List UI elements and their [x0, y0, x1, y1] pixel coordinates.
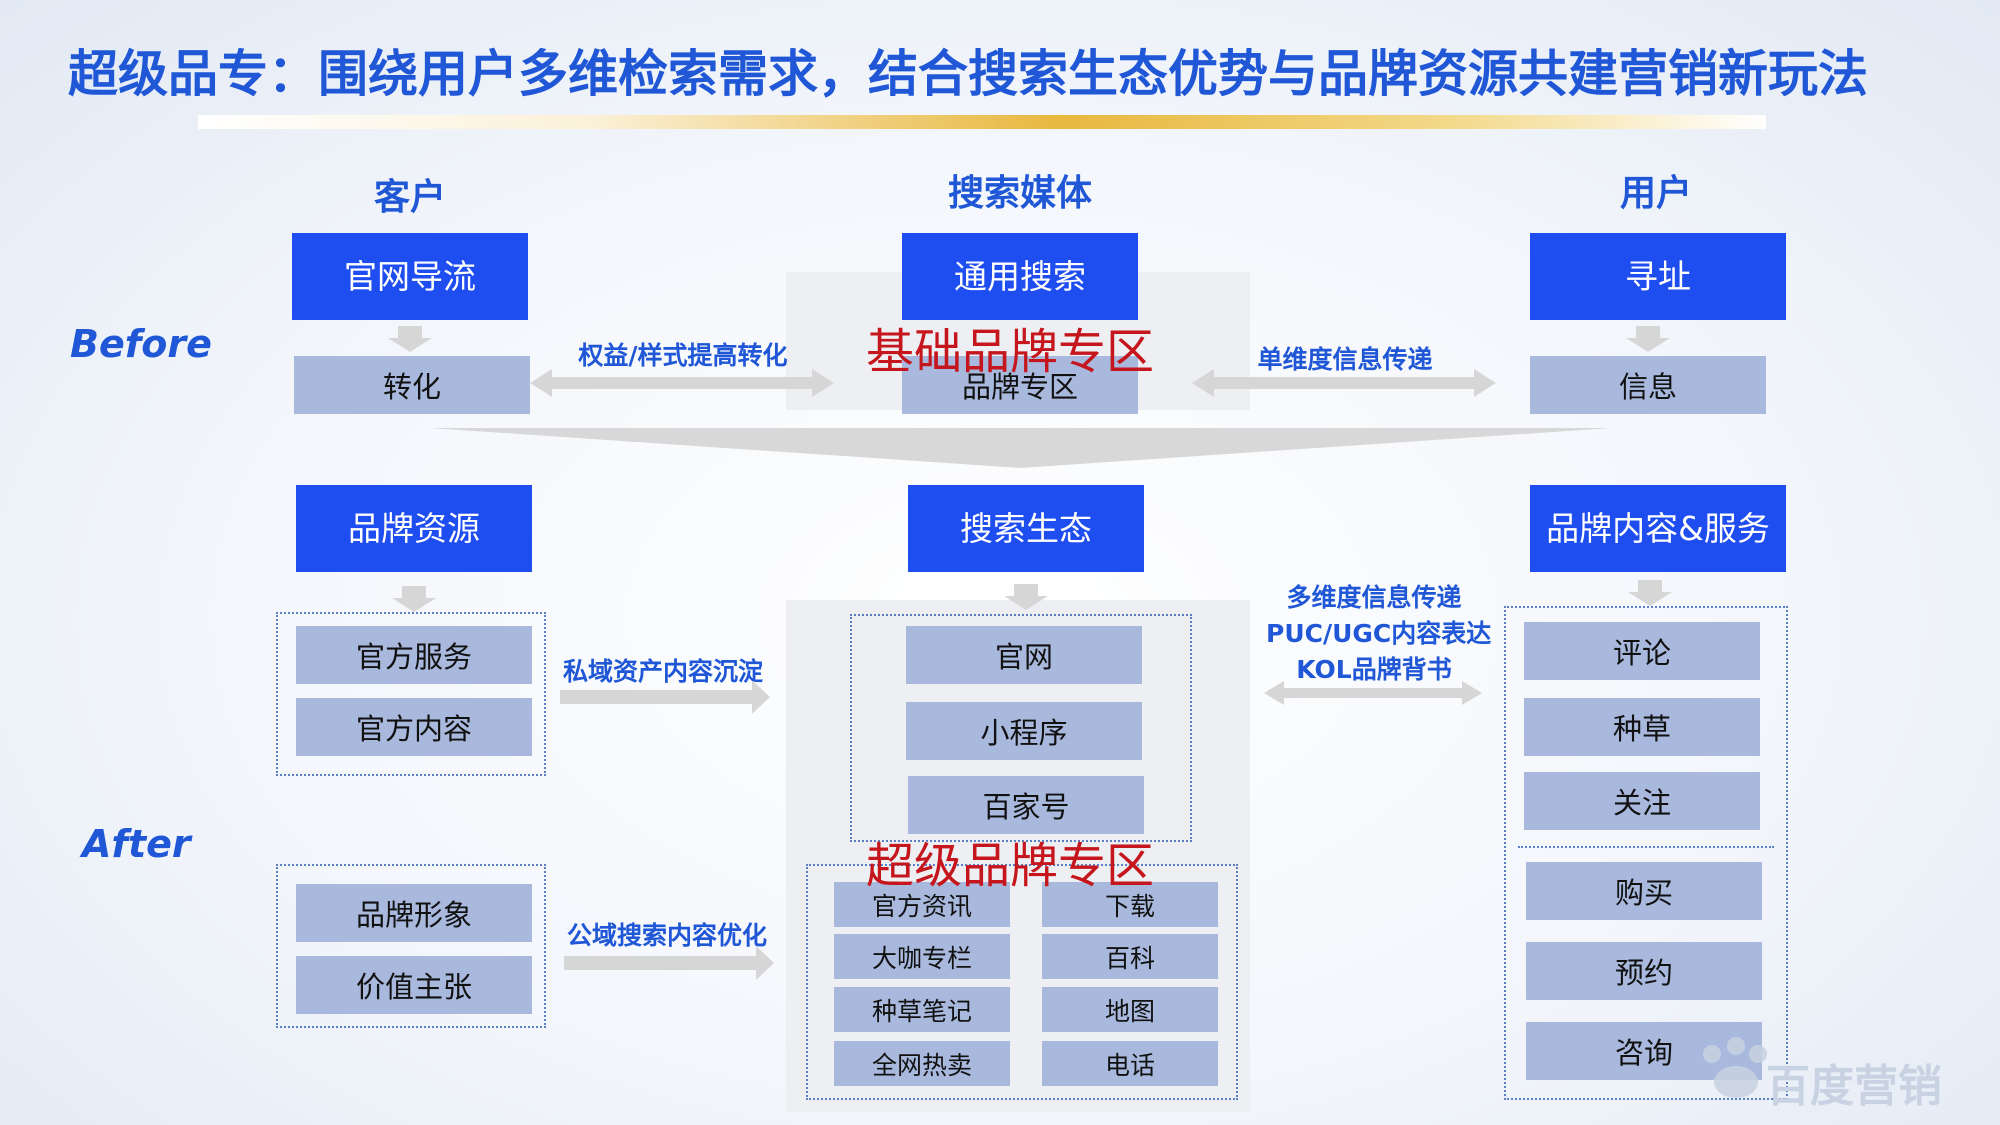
- box-brand-content-service: 品牌内容&服务: [1530, 485, 1786, 572]
- public-group: [276, 864, 546, 1028]
- right-arrow-icon: [564, 946, 774, 980]
- watermark-baidu-marketing: 百度营销: [1766, 1061, 1942, 1112]
- column-header-customer: 客户: [373, 177, 446, 218]
- box-conversion: 转化: [294, 356, 530, 414]
- box-official-website: 官网: [906, 626, 1142, 684]
- box-baijiahao: 百家号: [908, 776, 1144, 834]
- box-brand-resources: 品牌资源: [296, 485, 532, 572]
- box-map: 地图: [1042, 987, 1218, 1032]
- down-arrow-icon: [1626, 326, 1670, 352]
- double-arrow-icon: [1192, 369, 1496, 397]
- box-brand-image: 品牌形象: [296, 884, 532, 942]
- user-group-divider: [1518, 846, 1774, 848]
- box-expert-column: 大咖专栏: [834, 934, 1010, 979]
- box-mini-program: 小程序: [906, 702, 1142, 760]
- label-multi-dimension: 多维度信息传递 PUC/UGC内容表达 KOL品牌背书: [1266, 580, 1492, 688]
- row-label-before: Before: [70, 322, 212, 366]
- box-official-site-traffic: 官网导流: [292, 233, 528, 320]
- double-arrow-icon: [1264, 681, 1482, 705]
- box-value-proposition: 价值主张: [296, 956, 532, 1014]
- box-search-ecosystem: 搜索生态: [908, 485, 1144, 572]
- private-group: [276, 612, 546, 776]
- label-multi-dimension-line-2: PUC/UGC内容表达: [1266, 619, 1492, 648]
- title-underline: [198, 115, 1766, 129]
- box-reservation: 预约: [1526, 942, 1762, 1000]
- label-multi-dimension-line-1: 多维度信息传递: [1286, 583, 1462, 612]
- box-follow: 关注: [1524, 772, 1760, 830]
- box-official-news: 官方资讯: [834, 882, 1010, 927]
- ecosystem-group: [850, 614, 1192, 842]
- column-header-user: 用户: [1619, 173, 1692, 214]
- box-information: 信息: [1530, 356, 1766, 414]
- box-download: 下载: [1042, 882, 1218, 927]
- label-private-asset: 私域资产内容沉淀: [562, 657, 763, 686]
- box-official-content: 官方内容: [296, 698, 532, 756]
- super-brand-zone-group: [806, 864, 1238, 1100]
- down-arrow-icon: [392, 586, 436, 612]
- user-group: [1504, 606, 1788, 1100]
- down-arrow-icon: [1004, 584, 1048, 610]
- row-label-after: After: [82, 822, 191, 866]
- label-public-search: 公域搜索内容优化: [566, 921, 767, 950]
- box-purchase: 购买: [1526, 862, 1762, 920]
- overlay-super-brand-zone: 超级品牌专区: [866, 838, 1155, 894]
- box-review: 评论: [1524, 622, 1760, 680]
- box-brand-zone: 品牌专区: [902, 356, 1138, 414]
- label-rights-style-conversion: 权益/样式提高转化: [578, 341, 788, 370]
- box-phone: 电话: [1042, 1041, 1218, 1086]
- box-seeding-notes: 种草笔记: [834, 987, 1010, 1032]
- down-arrow-icon: [388, 326, 432, 352]
- funnel-shape: [430, 428, 1612, 468]
- overlay-basic-brand-zone: 基础品牌专区: [866, 324, 1155, 380]
- box-official-service: 官方服务: [296, 626, 532, 684]
- down-arrow-icon: [1628, 580, 1672, 606]
- right-arrow-icon: [560, 680, 770, 714]
- page-title: 超级品专：围绕用户多维检索需求，结合搜索生态优势与品牌资源共建营销新玩法: [68, 45, 1868, 103]
- label-single-dimension: 单维度信息传递: [1257, 345, 1433, 374]
- box-general-search: 通用搜索: [902, 233, 1138, 320]
- column-header-media: 搜索媒体: [947, 173, 1092, 214]
- box-addressing: 寻址: [1530, 233, 1786, 320]
- box-seeding: 种草: [1524, 698, 1760, 756]
- label-multi-dimension-line-3: KOL品牌背书: [1296, 655, 1452, 684]
- box-encyclopedia: 百科: [1042, 934, 1218, 979]
- double-arrow-icon: [530, 369, 834, 397]
- box-hot-sales: 全网热卖: [834, 1041, 1010, 1086]
